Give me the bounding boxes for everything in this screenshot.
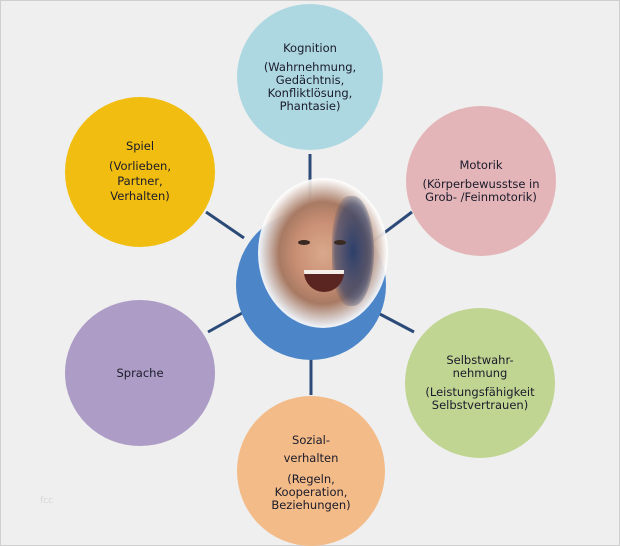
node-detail: (Vorlieben, Partner, Verhalten) [108,159,171,203]
connector-selbstwahrnehmung [375,310,415,334]
node-motorik: Motorik (Körperbewusstse in Grob- /Feinm… [406,106,556,256]
photo-eye [334,240,346,245]
node-title: Spiel [125,139,155,153]
node-title: Sprache [116,365,164,380]
photo-eye [298,240,310,245]
node-selbstwahrnehmung: Selbstwahr- nehmung (Leistungsfähigkeit … [405,308,555,458]
child-photo [258,178,388,328]
node-detail: (Leistungsfähigkeit Selbstvertrauen) [425,385,535,412]
node-detail: (Regeln, Kooperation, Beziehungen) [271,471,351,512]
node-title: Sozial- verhalten [283,432,339,465]
node-detail: (Wahrnehmung, Gedächtnis, Konfliktlösung… [263,59,357,113]
connector-sprache [207,310,245,334]
photo-shadow [332,196,374,306]
node-detail: (Körperbewusstse in Grob- /Feinmotorik) [422,176,540,204]
node-sozialverhalten: Sozial- verhalten (Regeln, Kooperation, … [237,396,385,546]
node-spiel: Spiel (Vorlieben, Partner, Verhalten) [65,97,215,247]
node-title: Kognition [283,40,337,55]
watermark: fcc [40,496,54,506]
node-sprache: Sprache [65,300,215,446]
node-kognition: Kognition (Wahrnehmung, Gedächtnis, Konf… [237,4,383,150]
node-title: Motorik [459,157,503,172]
photo-mouth [304,270,344,292]
node-title: Selbstwahr- nehmung [446,353,514,380]
connector-spiel [205,210,245,240]
